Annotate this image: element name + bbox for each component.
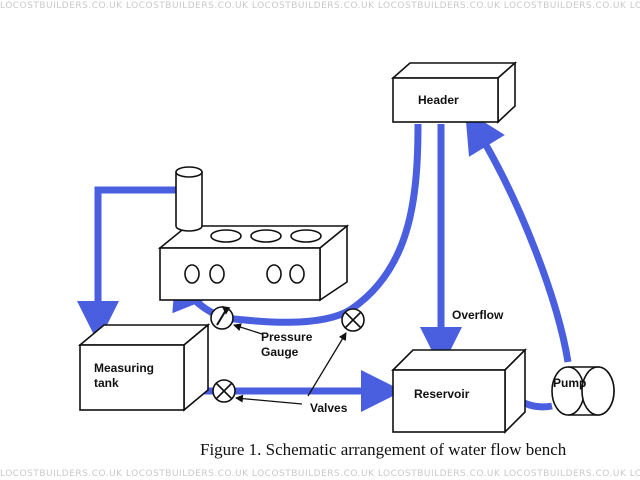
- pressure-gauge-label-2: Gauge: [261, 345, 299, 359]
- pipe-pump-to-header: [465, 110, 572, 363]
- reservoir-label: Reservoir: [414, 387, 470, 401]
- measuring-tank-box: [77, 323, 211, 412]
- pipe-chimney-to-tank: [77, 186, 176, 343]
- valve-engine-icon: [341, 308, 365, 332]
- measuring-tank-label-2: tank: [94, 376, 119, 390]
- figure-caption: Figure 1. Schematic arrangement of water…: [200, 440, 567, 459]
- overflow-label: Overflow: [452, 308, 504, 322]
- engine-block: [157, 224, 350, 302]
- pipe-header-to-engine: [172, 123, 422, 326]
- reservoir-box: [391, 348, 527, 434]
- measuring-tank-label-1: Measuring: [94, 361, 154, 375]
- valve-tank-icon: [212, 379, 236, 403]
- header-label: Header: [418, 93, 459, 107]
- pressure-gauge-icon: [210, 305, 234, 330]
- header-box: [390, 61, 518, 124]
- pipes: [77, 110, 572, 412]
- pump-cylinder: [551, 366, 615, 416]
- watermark-bottom: LOCOSTBUILDERS.CO.UK LOCOSTBUILDERS.CO.U…: [0, 469, 640, 479]
- watermark-top: LOCOSTBUILDERS.CO.UK LOCOSTBUILDERS.CO.U…: [0, 1, 640, 11]
- components: [77, 61, 615, 434]
- pump-label: Pump: [553, 376, 586, 390]
- pressure-gauge-label-1: Pressure: [261, 330, 313, 344]
- engine-chimney: [175, 166, 203, 232]
- valves-label: Valves: [310, 401, 348, 415]
